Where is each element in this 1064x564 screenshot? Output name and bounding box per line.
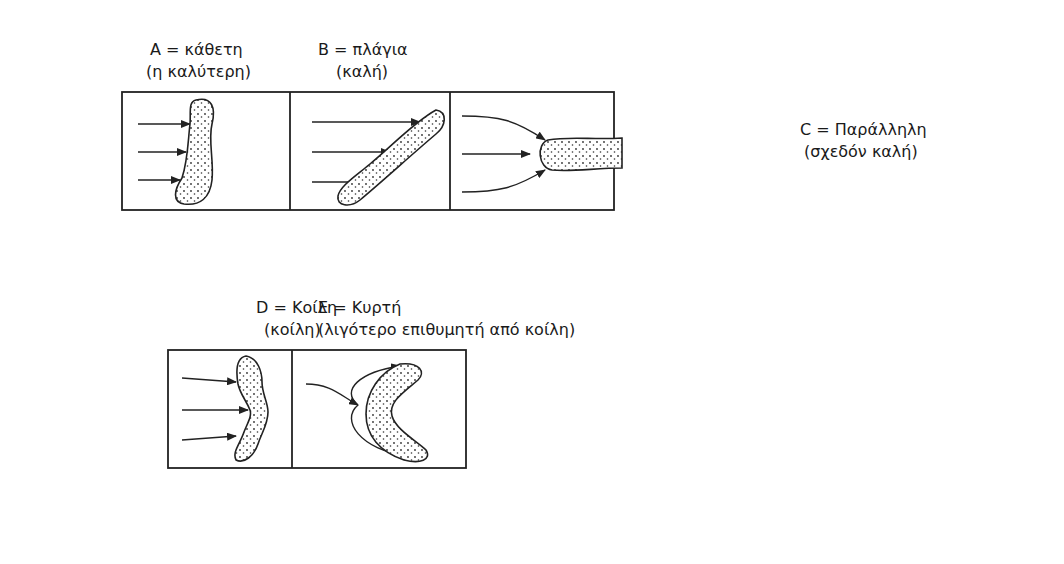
panel-note: (καλή) — [336, 62, 388, 81]
panel-note: (λιγότερο επιθυμητή από κοίλη) — [318, 320, 575, 339]
panel-note: (η καλύτερη) — [146, 62, 251, 81]
panel-heading: B = πλάγια — [318, 40, 408, 59]
panel-note: (κοίλη) — [264, 320, 321, 339]
panel-heading: C = Παράλληλη — [800, 120, 927, 139]
panel-heading: E = Κυρτή — [318, 298, 401, 317]
panel-note: (σχεδόν καλή) — [804, 142, 918, 161]
panel-heading: A = κάθετη — [150, 40, 243, 59]
